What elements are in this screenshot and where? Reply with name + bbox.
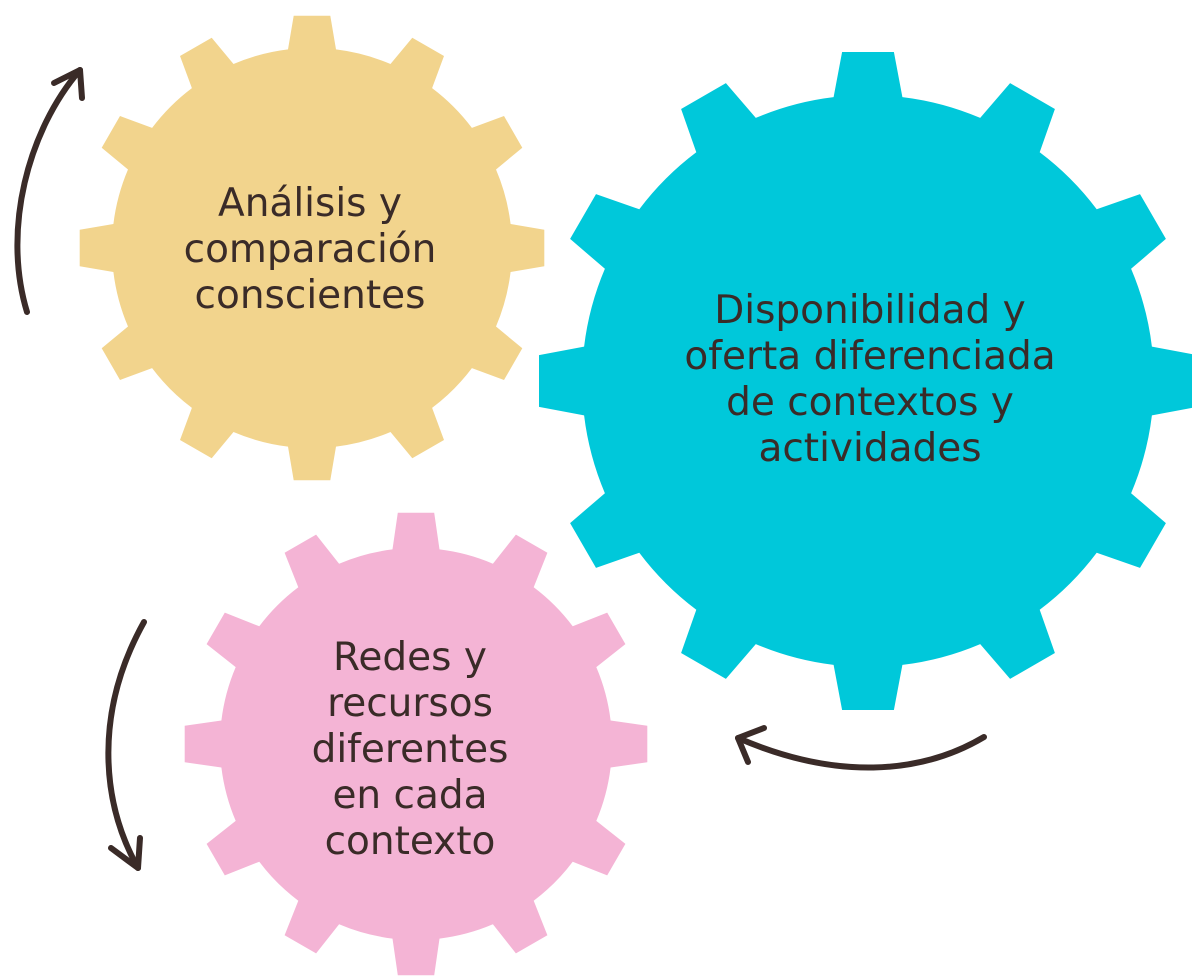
gear-networks-line: recursos xyxy=(327,681,493,726)
arrow-upper-left-head xyxy=(51,67,85,101)
gear-analysis-line: Análisis y xyxy=(218,181,402,226)
gear-networks-line: diferentes xyxy=(311,727,509,772)
arrow-right-curve xyxy=(735,734,987,771)
gear-availability-line: actividades xyxy=(758,426,982,471)
gear-availability-line: Disponibilidad y xyxy=(714,288,1026,333)
gear-networks xyxy=(184,512,648,976)
gear-networks-label: Redes y recursos diferentes en cada cont… xyxy=(280,630,540,870)
arrow-lower-left xyxy=(105,619,147,871)
arrow-upper-left xyxy=(14,67,85,315)
gear-networks-line: en cada xyxy=(332,773,488,818)
gear-availability-line: oferta diferenciada xyxy=(684,334,1056,379)
gear-availability-line: de contextos y xyxy=(726,380,1014,425)
arrow-lower-left-curve xyxy=(105,619,147,871)
gear-analysis xyxy=(79,15,545,481)
gear-analysis-line: conscientes xyxy=(194,273,426,318)
arrow-upper-left-curve xyxy=(14,67,83,315)
arrow-lower-left-head xyxy=(108,835,143,871)
arrow-right xyxy=(735,725,987,771)
gear-availability xyxy=(539,52,1192,710)
gear-availability-label: Disponibilidad y oferta diferenciada de … xyxy=(660,280,1080,480)
gear-networks-line: contexto xyxy=(324,819,496,864)
gear-analysis-label: Análisis y comparación conscientes xyxy=(150,170,470,330)
arrow-right-head xyxy=(735,725,767,765)
gear-networks-line: Redes y xyxy=(333,635,487,680)
gear-analysis-line: comparación xyxy=(183,227,437,272)
